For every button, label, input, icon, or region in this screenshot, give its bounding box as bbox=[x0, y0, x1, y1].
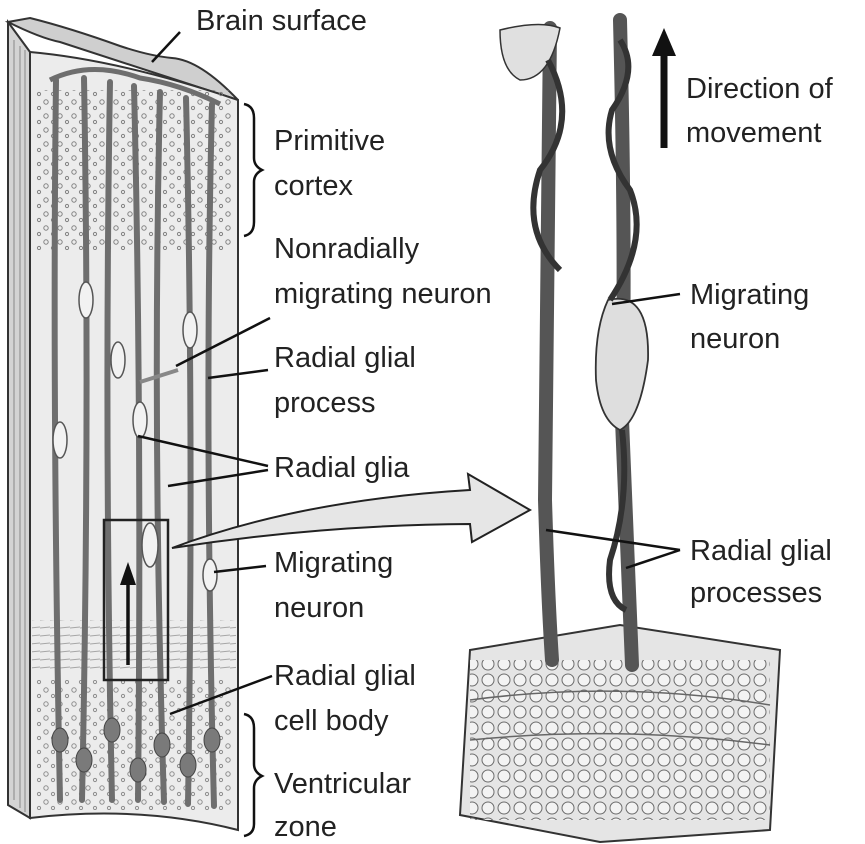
label-migrating-left-2: neuron bbox=[274, 592, 364, 624]
label-primitive-cortex-2: cortex bbox=[274, 170, 353, 202]
label-processes-2: processes bbox=[690, 577, 822, 609]
label-cell-body-1: Radial glial bbox=[274, 660, 416, 692]
label-glial-process-2: process bbox=[274, 387, 376, 419]
inset-box bbox=[102, 518, 170, 682]
leader-migrating-left bbox=[213, 564, 267, 574]
label-ventricular-1: Ventricular bbox=[274, 768, 411, 800]
migrating-neurons-left bbox=[52, 281, 218, 592]
label-glial-process-1: Radial glial bbox=[274, 342, 416, 374]
label-primitive-cortex-1: Primitive bbox=[274, 125, 385, 157]
zoom-arrow-icon bbox=[171, 472, 533, 549]
leader-cell-body bbox=[169, 674, 273, 716]
radial-glial-process-left bbox=[537, 21, 559, 667]
migrating-neuron-cell bbox=[594, 297, 649, 432]
leader-brain-surface bbox=[151, 31, 181, 63]
leader-glial-process bbox=[207, 368, 269, 380]
label-radial-glia: Radial glia bbox=[274, 452, 410, 484]
label-nonradial-2: migrating neuron bbox=[274, 278, 492, 310]
leader-processes-1 bbox=[545, 528, 681, 552]
label-processes-1: Radial glial bbox=[690, 535, 832, 567]
bracket-primitive-cortex bbox=[243, 102, 265, 238]
label-direction-2: movement bbox=[686, 117, 821, 149]
label-direction-1: Direction of bbox=[686, 73, 834, 105]
tissue-side-face bbox=[7, 18, 31, 820]
leader-migrating-right bbox=[611, 292, 681, 306]
leader-radial-glia-1 bbox=[137, 434, 269, 468]
label-brain-surface: Brain surface bbox=[196, 5, 367, 37]
bracket-ventricular bbox=[243, 712, 265, 838]
label-ventricular-2: zone bbox=[274, 811, 337, 843]
cortex-tissue-block bbox=[4, 16, 239, 832]
label-cell-body-2: cell body bbox=[274, 705, 389, 737]
zoomed-view bbox=[458, 13, 782, 844]
label-migrating-right-1: Migrating bbox=[690, 279, 809, 311]
label-migrating-right-2: neuron bbox=[690, 323, 780, 355]
leader-radial-glia-2 bbox=[167, 468, 269, 488]
leader-processes-2 bbox=[625, 548, 681, 570]
label-nonradial-1: Nonradially bbox=[274, 233, 420, 265]
leader-nonradial bbox=[175, 316, 271, 368]
label-migrating-left-1: Migrating bbox=[274, 547, 393, 579]
radial-glial-cell-bodies bbox=[51, 717, 221, 783]
brain-surface-top bbox=[4, 16, 239, 101]
